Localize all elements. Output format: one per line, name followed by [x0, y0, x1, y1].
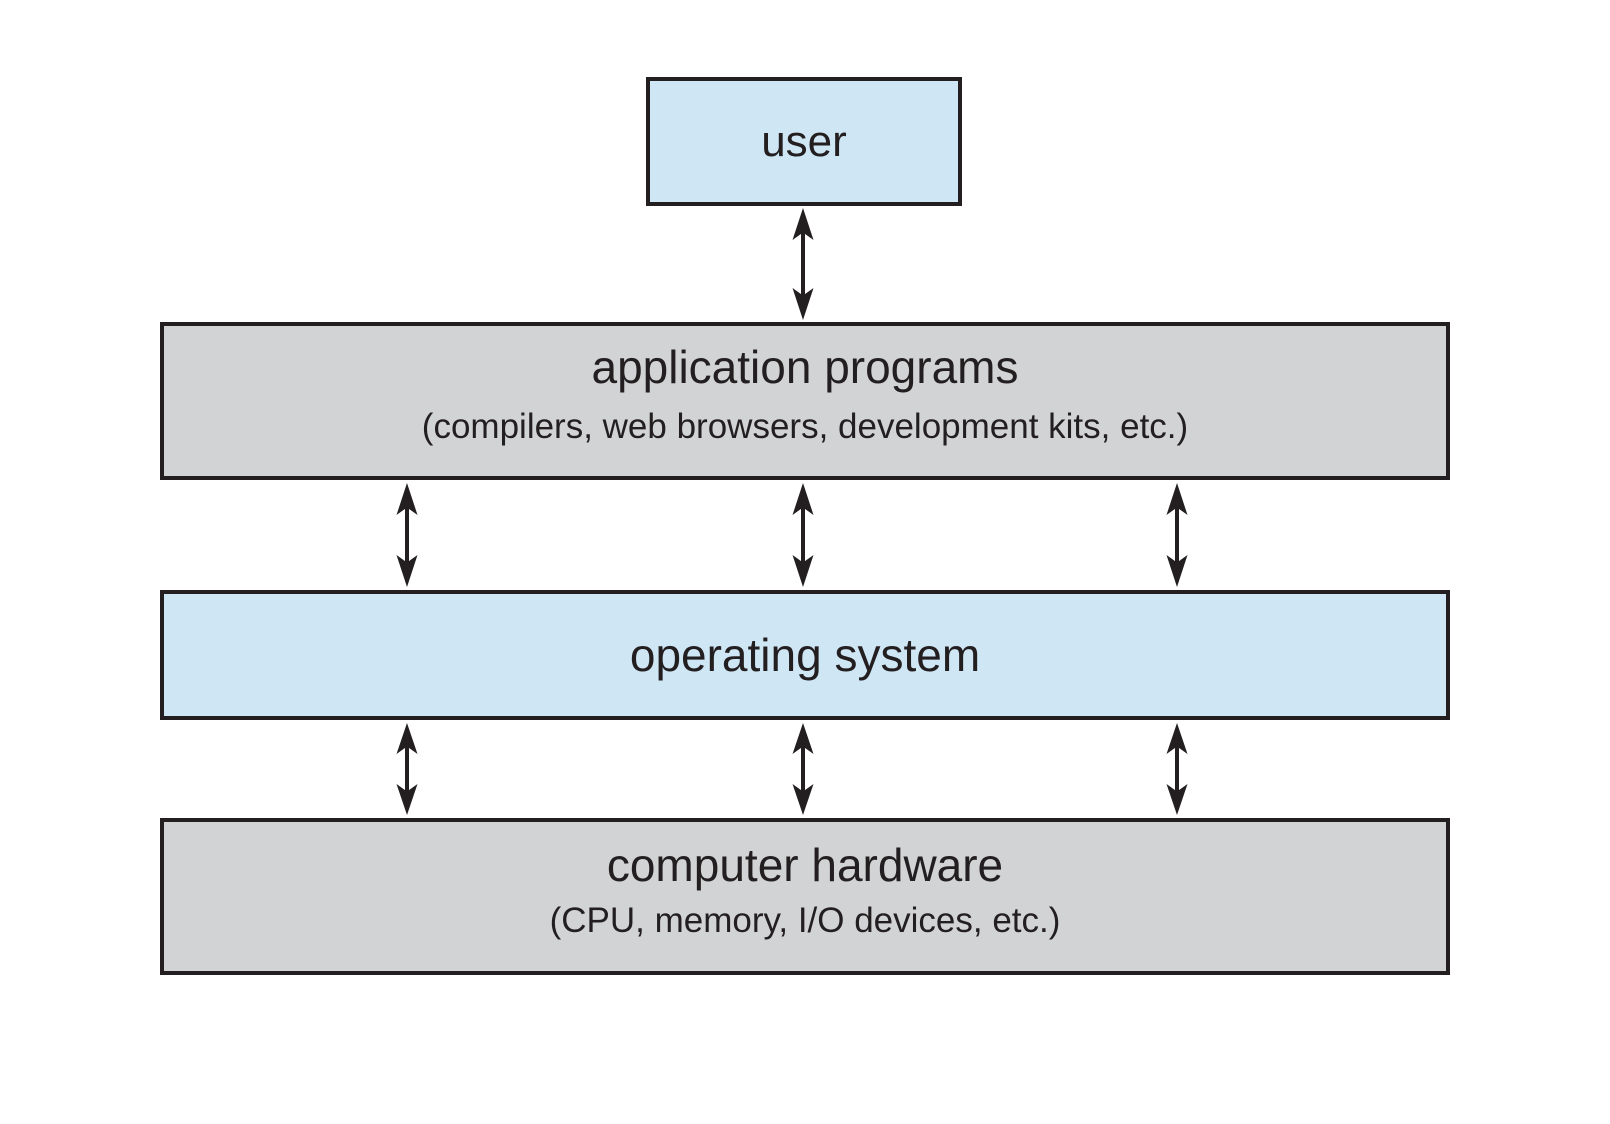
- double-arrow-icon: [394, 482, 420, 588]
- user-box: user: [646, 77, 962, 206]
- operating-system-box: operating system: [160, 590, 1450, 720]
- double-arrow-icon: [1164, 722, 1190, 816]
- double-arrow-icon: [790, 482, 816, 588]
- computer-hardware-box: computer hardware (CPU, memory, I/O devi…: [160, 818, 1450, 975]
- double-arrow-icon: [790, 207, 816, 321]
- double-arrow-icon: [394, 722, 420, 816]
- application-programs-title: application programs: [591, 341, 1019, 393]
- double-arrow-icon: [790, 722, 816, 816]
- application-programs-box: application programs (compilers, web bro…: [160, 322, 1450, 480]
- computer-hardware-title: computer hardware: [606, 838, 1004, 891]
- computer-hardware-subtitle: (CPU, memory, I/O devices, etc.): [549, 900, 1061, 940]
- operating-system-title: operating system: [629, 629, 981, 681]
- application-programs-subtitle: (compilers, web browsers, development ki…: [421, 407, 1189, 446]
- double-arrow-icon: [1164, 482, 1190, 588]
- user-box-label: user: [761, 116, 847, 166]
